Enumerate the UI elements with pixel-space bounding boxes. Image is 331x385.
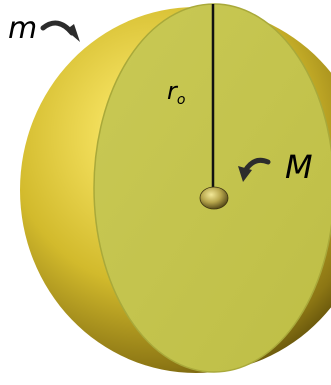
- central-mass-knob: [199, 186, 229, 210]
- label-radius-subscript: o: [177, 92, 186, 108]
- curved-arrow-head-icon: [66, 24, 80, 42]
- label-small-mass: m: [8, 11, 37, 46]
- label-radius: ro: [167, 77, 185, 108]
- label-large-mass: M: [285, 148, 313, 186]
- curved-arrow-head-icon: [238, 166, 252, 182]
- curved-arrow-icon: [40, 20, 75, 36]
- label-radius-main: r: [167, 77, 179, 105]
